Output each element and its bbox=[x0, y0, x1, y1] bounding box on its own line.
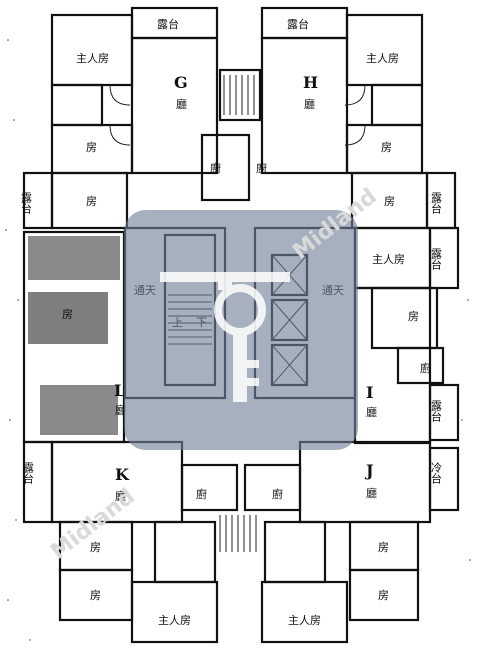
label-balcony-right-mid: 露台 bbox=[430, 248, 443, 270]
unit-label-h: H bbox=[303, 73, 318, 92]
label-living-g: 廳 bbox=[176, 97, 187, 111]
label-kitchen-k: 廚 bbox=[196, 487, 207, 501]
unit-label-g: G bbox=[174, 73, 188, 92]
label-living-h: 廳 bbox=[304, 97, 315, 111]
unit-k bbox=[50, 440, 257, 644]
unit-label-j: J bbox=[364, 461, 374, 480]
label-bedroom-k1: 房 bbox=[90, 541, 101, 554]
label-balcony-h: 露台 bbox=[287, 17, 309, 31]
label-living-l: 廳 bbox=[115, 403, 126, 417]
label-balcony-i: 露台 bbox=[430, 400, 443, 422]
label-master-k: 主人房 bbox=[158, 614, 191, 627]
label-bedroom-j2: 房 bbox=[378, 589, 389, 602]
label-kitchen-h: 廚 bbox=[256, 161, 267, 175]
label-bedroom-g: 房 bbox=[86, 141, 97, 154]
unit-label-l: L bbox=[114, 381, 125, 400]
key-icon bbox=[160, 272, 290, 402]
label-living-j: 廳 bbox=[366, 486, 377, 500]
label-master-h: 主人房 bbox=[366, 52, 399, 65]
label-utility-platform: 冷台 bbox=[430, 462, 443, 484]
label-bedroom-g2: 房 bbox=[86, 195, 97, 208]
label-master-i: 主人房 bbox=[372, 253, 405, 266]
label-kitchen-g: 廚 bbox=[210, 161, 221, 175]
label-kitchen-i: 廚 bbox=[420, 361, 431, 375]
label-kitchen-j: 廚 bbox=[272, 487, 283, 501]
unit-l bbox=[22, 230, 126, 524]
label-bedroom-i: 房 bbox=[408, 310, 419, 323]
unit-j bbox=[243, 440, 460, 644]
label-balcony-g: 露台 bbox=[157, 17, 179, 31]
unit-label-i: I bbox=[366, 383, 373, 402]
label-bedroom-l: 房 bbox=[62, 308, 73, 321]
label-balcony-left-top: 露台 bbox=[20, 192, 33, 214]
label-living-k: 廳 bbox=[115, 489, 126, 503]
label-balcony-right-top: 露台 bbox=[430, 192, 443, 214]
label-master-g: 主人房 bbox=[76, 52, 109, 65]
scan-noise bbox=[5, 39, 471, 641]
label-balcony-left-bottom: 露台 bbox=[22, 462, 35, 484]
unit-label-k: K bbox=[115, 465, 130, 484]
label-bedroom-k2: 房 bbox=[90, 589, 101, 602]
label-bedroom-h2: 房 bbox=[384, 195, 395, 208]
label-living-i: 廳 bbox=[366, 405, 377, 419]
unit-g bbox=[22, 6, 262, 230]
label-bedroom-h: 房 bbox=[381, 141, 392, 154]
label-bedroom-j1: 房 bbox=[378, 541, 389, 554]
label-master-j: 主人房 bbox=[288, 614, 321, 627]
unit-h bbox=[260, 6, 457, 230]
